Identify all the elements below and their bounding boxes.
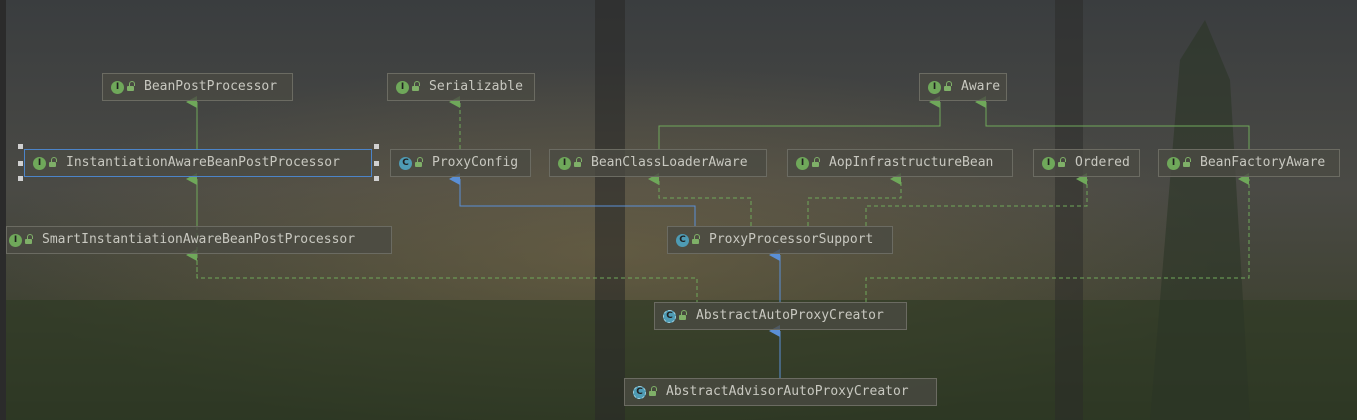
interface-icon: I [111,80,124,94]
node-abstract-advisor-auto-proxy-creator[interactable]: C AbstractAdvisorAutoProxyCreator [624,378,937,406]
public-lock-icon [692,234,701,244]
public-lock-icon [127,81,136,91]
node-abstract-auto-proxy-creator[interactable]: C AbstractAutoProxyCreator [654,302,907,330]
public-lock-icon [944,81,953,91]
node-instantiation-aware-bean-post-processor[interactable]: I InstantiationAwareBeanPostProcessor [24,149,372,177]
node-label: AopInfrastructureBean [829,155,994,170]
node-label: ProxyProcessorSupport [709,232,874,247]
node-label: SmartInstantiationAwareBeanPostProcessor [42,232,356,247]
abstract-class-icon: C [633,385,646,399]
public-lock-icon [1058,157,1067,167]
node-bean-factory-aware[interactable]: I BeanFactoryAware [1158,149,1340,177]
selection-handle[interactable] [374,144,379,149]
interface-icon: I [928,80,941,94]
selection-handle[interactable] [18,176,23,181]
public-lock-icon [1183,157,1192,167]
node-proxy-config[interactable]: C ProxyConfig [390,149,531,177]
interface-icon: I [558,156,571,170]
node-label: Ordered [1075,155,1130,170]
public-lock-icon [25,234,34,244]
node-label: AbstractAutoProxyCreator [696,308,884,323]
interface-icon: I [33,156,46,170]
abstract-class-icon: C [663,309,676,323]
public-lock-icon [574,157,583,167]
node-label: BeanClassLoaderAware [591,155,748,170]
node-label: ProxyConfig [432,155,519,170]
node-serializable[interactable]: I Serializable [387,73,535,101]
class-icon: C [676,233,689,247]
node-proxy-processor-support[interactable]: C ProxyProcessorSupport [667,226,893,254]
public-lock-icon [412,81,421,91]
node-bean-class-loader-aware[interactable]: I BeanClassLoaderAware [549,149,767,177]
public-lock-icon [649,386,658,396]
node-label: Serializable [429,79,523,94]
public-lock-icon [679,310,688,320]
node-bean-post-processor[interactable]: I BeanPostProcessor [102,73,293,101]
node-aop-infrastructure-bean[interactable]: I AopInfrastructureBean [787,149,1013,177]
public-lock-icon [812,157,821,167]
public-lock-icon [415,157,424,167]
interface-icon: I [9,233,22,247]
node-smart-instantiation-aware-bean-post-processor[interactable]: I SmartInstantiationAwareBeanPostProcess… [6,226,392,254]
node-aware[interactable]: I Aware [919,73,1007,101]
class-icon: C [399,156,412,170]
node-label: BeanPostProcessor [144,79,278,94]
node-label: BeanFactoryAware [1200,155,1326,170]
public-lock-icon [49,157,58,167]
node-label: InstantiationAwareBeanPostProcessor [66,155,340,170]
node-label: AbstractAdvisorAutoProxyCreator [666,384,909,399]
interface-icon: I [1042,156,1055,170]
selection-handle[interactable] [18,161,23,166]
node-ordered[interactable]: I Ordered [1033,149,1140,177]
node-label: Aware [961,79,1001,94]
interface-icon: I [796,156,809,170]
selection-handle[interactable] [374,161,379,166]
selection-handle[interactable] [374,176,379,181]
selection-handle[interactable] [18,144,23,149]
interface-icon: I [396,80,409,94]
interface-icon: I [1167,156,1180,170]
